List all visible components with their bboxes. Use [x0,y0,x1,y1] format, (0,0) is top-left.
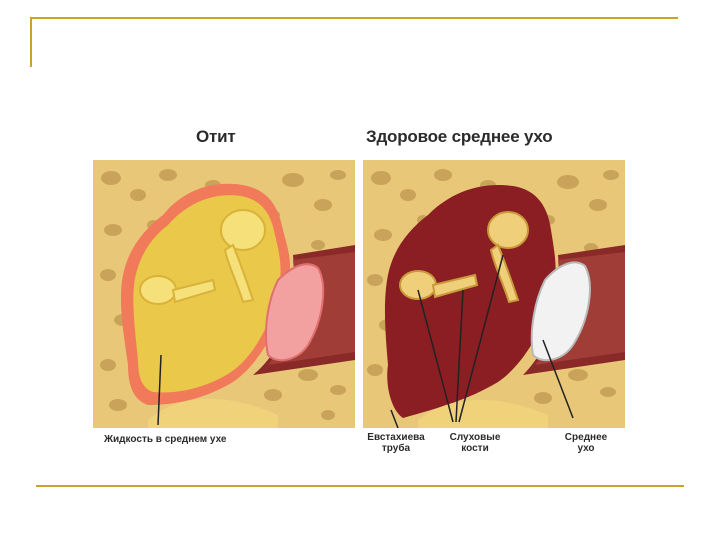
middle-ear-label-line1: Среднее [552,432,620,443]
healthy-ear-illustration [363,160,625,428]
otitis-illustration [93,160,355,428]
otitis-title: Отит [196,127,236,147]
fluid-label: Жидкость в среднем ухе [104,434,226,445]
eustachian-tube-label-line1: Евстахиева [360,432,432,443]
ossicles-label-line1: Слуховые [436,432,514,443]
middle-ear-label: Среднее ухо [552,432,620,454]
middle-ear-label-line2: ухо [552,443,620,454]
eustachian-tube-label: Евстахиева труба [360,432,432,454]
ossicles-label-line2: кости [436,443,514,454]
eustachian-tube-label-line2: труба [360,443,432,454]
frame-bottom-line [36,485,684,487]
healthy-ear-title: Здоровое среднее ухо [366,127,552,147]
frame-top-line [30,17,678,19]
ossicles-label: Слуховые кости [436,432,514,454]
frame-left-line [30,17,32,67]
